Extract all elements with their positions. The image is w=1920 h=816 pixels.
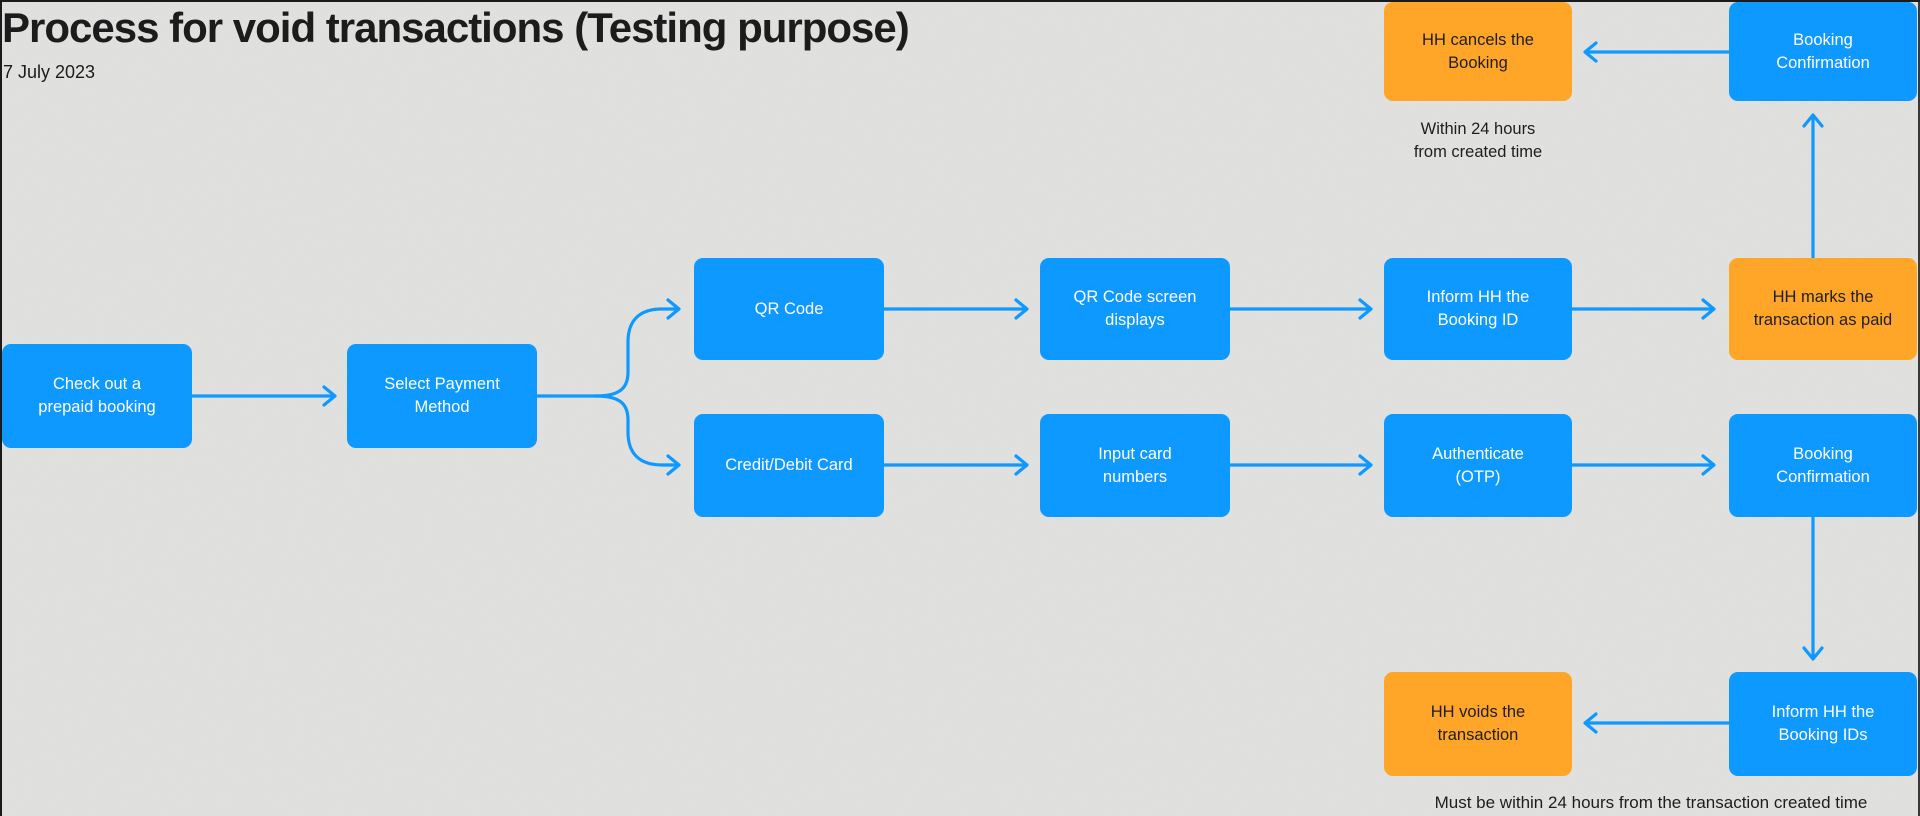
node-booking-confirmation-card[interactable]: Booking Confirmation <box>1729 414 1917 517</box>
node-label: Input card numbers <box>1098 444 1172 486</box>
node-hh-marks-transaction-paid[interactable]: HH marks the transaction as paid <box>1729 258 1917 360</box>
annotation-must-within-24-hours: Must be within 24 hours from the transac… <box>1434 793 1868 812</box>
node-label: Booking Confirmation <box>1776 30 1870 72</box>
node-input-card-numbers[interactable]: Input card numbers <box>1040 414 1230 517</box>
node-qr-screen-displays[interactable]: QR Code screen displays <box>1040 258 1230 360</box>
node-hh-cancels-booking[interactable]: HH cancels the Booking <box>1384 2 1572 101</box>
page-date: 7 July 2023 <box>3 62 96 82</box>
node-label: Inform HH the Booking ID <box>1426 288 1530 329</box>
node-qr-code[interactable]: QR Code <box>694 258 884 360</box>
node-label: Authenticate (OTP) <box>1432 444 1524 486</box>
node-authenticate-otp[interactable]: Authenticate (OTP) <box>1384 414 1572 517</box>
node-label: Select Payment Method <box>384 375 500 416</box>
node-label: HH marks the transaction as paid <box>1753 288 1893 329</box>
node-credit-debit-card[interactable]: Credit/Debit Card <box>694 414 884 517</box>
connector-fork-to-card[interactable] <box>594 394 681 476</box>
node-label: Booking Confirmation <box>1776 444 1870 486</box>
screen-edge-right <box>1918 0 1920 816</box>
node-label: Inform HH the Booking IDs <box>1771 703 1875 744</box>
node-hh-voids-transaction[interactable]: HH voids the transaction <box>1384 672 1572 776</box>
node-booking-confirmation-top[interactable]: Booking Confirmation <box>1729 2 1917 101</box>
screen-edge-left <box>0 0 2 816</box>
node-label: Check out a prepaid booking <box>38 375 156 416</box>
annotation-within-24-hours: Within 24 hours from created time <box>1413 120 1543 161</box>
node-inform-hh-booking-id[interactable]: Inform HH the Booking ID <box>1384 258 1572 360</box>
screen-edge-top <box>0 0 1920 2</box>
connector-fork-to-qr[interactable] <box>594 298 681 398</box>
page-title: Process for void transactions (Testing p… <box>2 4 910 51</box>
node-inform-hh-booking-ids[interactable]: Inform HH the Booking IDs <box>1729 672 1917 776</box>
node-label: HH voids the transaction <box>1430 703 1526 744</box>
node-checkout-prepaid-booking[interactable]: Check out a prepaid booking <box>2 344 192 448</box>
node-label: QR Code screen displays <box>1073 288 1197 329</box>
node-label: Credit/Debit Card <box>725 456 853 474</box>
node-label: QR Code <box>754 299 824 318</box>
node-select-payment-method[interactable]: Select Payment Method <box>347 344 537 448</box>
node-label: HH cancels the Booking <box>1422 30 1534 72</box>
